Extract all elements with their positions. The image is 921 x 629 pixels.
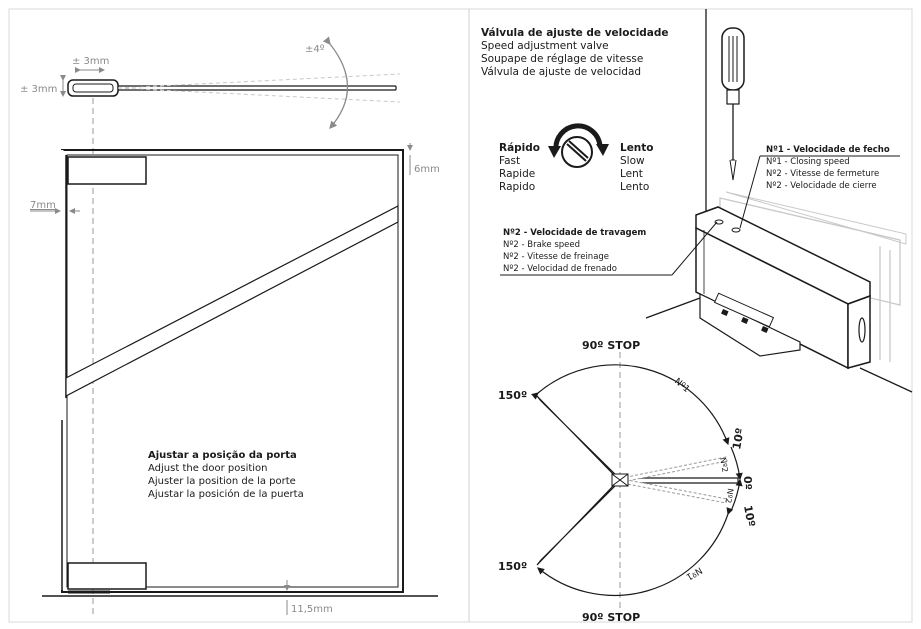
left-panel: ±4º ± 3mm ± 3mm 6mm 7mm — [20, 36, 440, 615]
bottom-pivot-box — [67, 562, 147, 590]
n1-line-es: Nº2 - Velocidade de cierre — [766, 181, 877, 191]
valve-line-en: Speed adjustment valve — [481, 40, 609, 52]
door-150-bottom — [536, 477, 624, 566]
valve-title: Válvula de ajuste de velocidade — [481, 27, 669, 39]
angle-150-top-label: 150º — [498, 389, 527, 402]
arc-n2-top-label: Nº2 — [718, 457, 729, 473]
valve-line-es: Válvula de ajuste de velocidad — [481, 66, 641, 78]
adjust-line-en: Adjust the door position — [148, 463, 268, 474]
stop-bottom-label: 90º STOP — [582, 611, 640, 624]
door-diagonal-brace — [65, 205, 399, 397]
page-frame — [8, 8, 913, 623]
adjust-title: Ajustar a posição da porta — [148, 450, 297, 461]
arc-n2-bottom-label: Nº2 — [723, 488, 734, 504]
top-view-door: ±4º ± 3mm ± 3mm — [20, 36, 401, 129]
arc-n1-top-label: Nº1 — [672, 377, 691, 395]
arc-n2-bottom — [730, 478, 743, 512]
n2-title: Nº2 - Velocidade de travagem — [503, 228, 646, 238]
leader-n2 — [671, 221, 718, 276]
angle-10-bottom-label: 10º — [741, 504, 758, 527]
valve-n1-icon — [731, 227, 741, 233]
dim-horizontal-label: ± 3mm — [72, 56, 109, 67]
fast-en: Fast — [499, 155, 520, 167]
dim-angle-label: ±4º — [305, 44, 325, 55]
fast-fr: Rapide — [499, 168, 535, 180]
n1-line-en: Nº1 - Closing speed — [766, 157, 850, 167]
dim-7mm-label: 7mm — [30, 200, 56, 211]
valve-line-fr: Soupape de réglage de vitesse — [481, 53, 643, 65]
arrow-slow-icon — [596, 144, 609, 156]
dim-vertical-label: ± 3mm — [20, 84, 57, 95]
slow-title: Lento — [620, 142, 654, 154]
angle-10-top-label: 10º — [730, 427, 747, 450]
arc-n1-bottom — [537, 507, 734, 597]
n2-line-fr: Nº2 - Vitesse de freinage — [503, 252, 609, 262]
fast-es: Rapido — [499, 181, 535, 193]
door-150-top — [536, 395, 624, 483]
slow-fr: Lent — [620, 168, 643, 180]
stop-top-label: 90º STOP — [582, 339, 640, 352]
arc-n1-bottom-label: Nº1 — [684, 564, 703, 581]
adjust-line-es: Ajustar la posición de la puerta — [148, 488, 304, 500]
fast-title: Rápido — [499, 142, 540, 154]
n2-line-en: Nº2 - Brake speed — [503, 240, 580, 250]
right-panel: Válvula de ajuste de velocidade Speed ad… — [481, 9, 913, 624]
arc-n1-top — [531, 364, 730, 446]
arc-n2-top — [730, 446, 743, 481]
dim-11-5mm-label: 11,5mm — [291, 604, 333, 615]
angle-150-bottom-label: 150º — [498, 560, 527, 573]
slow-es: Lento — [620, 181, 649, 193]
rotation-arc-icon — [553, 123, 603, 151]
angle-guide-line — [117, 73, 401, 89]
screwdriver-icon — [721, 27, 745, 181]
n1-title: Nº1 - Velocidade de fecho — [766, 145, 890, 155]
leader-n1 — [739, 155, 761, 229]
speed-dial — [548, 123, 609, 168]
dim-6mm-label: 6mm — [414, 164, 440, 175]
arrow-fast-icon — [548, 146, 561, 158]
n1-line-fr: Nº2 - Vitesse de fermeture — [766, 169, 879, 179]
opening-angle-diagram — [531, 352, 743, 612]
top-pivot-box — [67, 156, 147, 185]
n2-line-es: Nº2 - Velocidad de frenado — [503, 264, 617, 274]
door-front-view — [42, 149, 438, 597]
pivot-top-view — [67, 79, 119, 97]
adjust-line-fr: Ajuster la position de la porte — [148, 476, 296, 487]
angle-adjust-arc — [322, 36, 349, 129]
angle-0-label: 0º — [741, 476, 754, 490]
slow-en: Slow — [620, 155, 645, 167]
valve-n2-icon — [714, 219, 724, 225]
door-closer-box — [695, 206, 871, 370]
